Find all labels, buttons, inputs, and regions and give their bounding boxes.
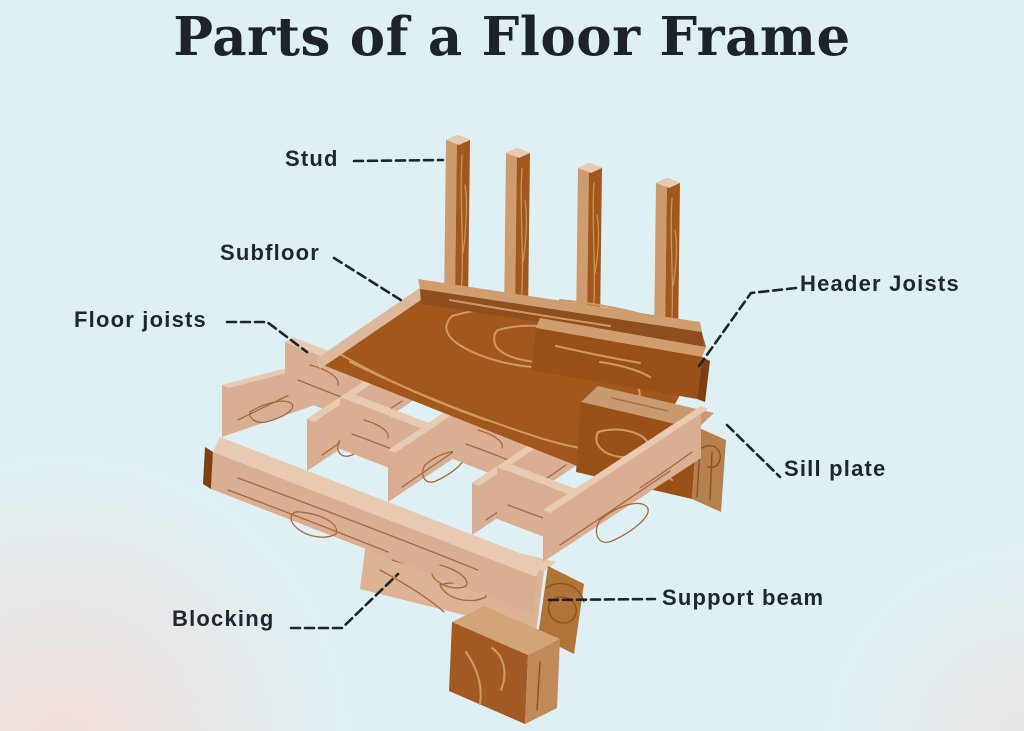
pier-block	[449, 606, 560, 724]
label-stud: Stud	[285, 146, 339, 171]
header-joist	[531, 318, 710, 402]
stud-2	[504, 148, 530, 315]
leader-floor-joists	[225, 320, 309, 354]
leader-stud	[352, 158, 445, 163]
label-support-beam: Support beam	[662, 585, 825, 610]
front-rim-joist	[203, 437, 543, 614]
stud-1	[444, 135, 470, 307]
stud-3	[576, 163, 602, 327]
label-floor-joists: Floor joists	[74, 307, 207, 332]
floor-joist-5	[543, 406, 708, 562]
leader-support-beam	[547, 597, 657, 602]
label-sill-plate: Sill plate	[784, 456, 887, 481]
page-title: Parts of a Floor Frame	[173, 6, 851, 68]
leader-lines	[225, 158, 798, 630]
leader-sill-plate	[725, 423, 782, 479]
leader-subfloor	[332, 256, 406, 304]
label-header-joists: Header Joists	[800, 271, 960, 296]
stud-4	[654, 178, 680, 342]
bottom-plate-rail	[418, 279, 703, 347]
leader-blocking	[289, 572, 400, 630]
label-blocking: Blocking	[172, 606, 275, 631]
leader-header-joists	[697, 286, 798, 368]
subfloor-edge	[316, 285, 428, 369]
label-subfloor: Subfloor	[220, 240, 321, 265]
